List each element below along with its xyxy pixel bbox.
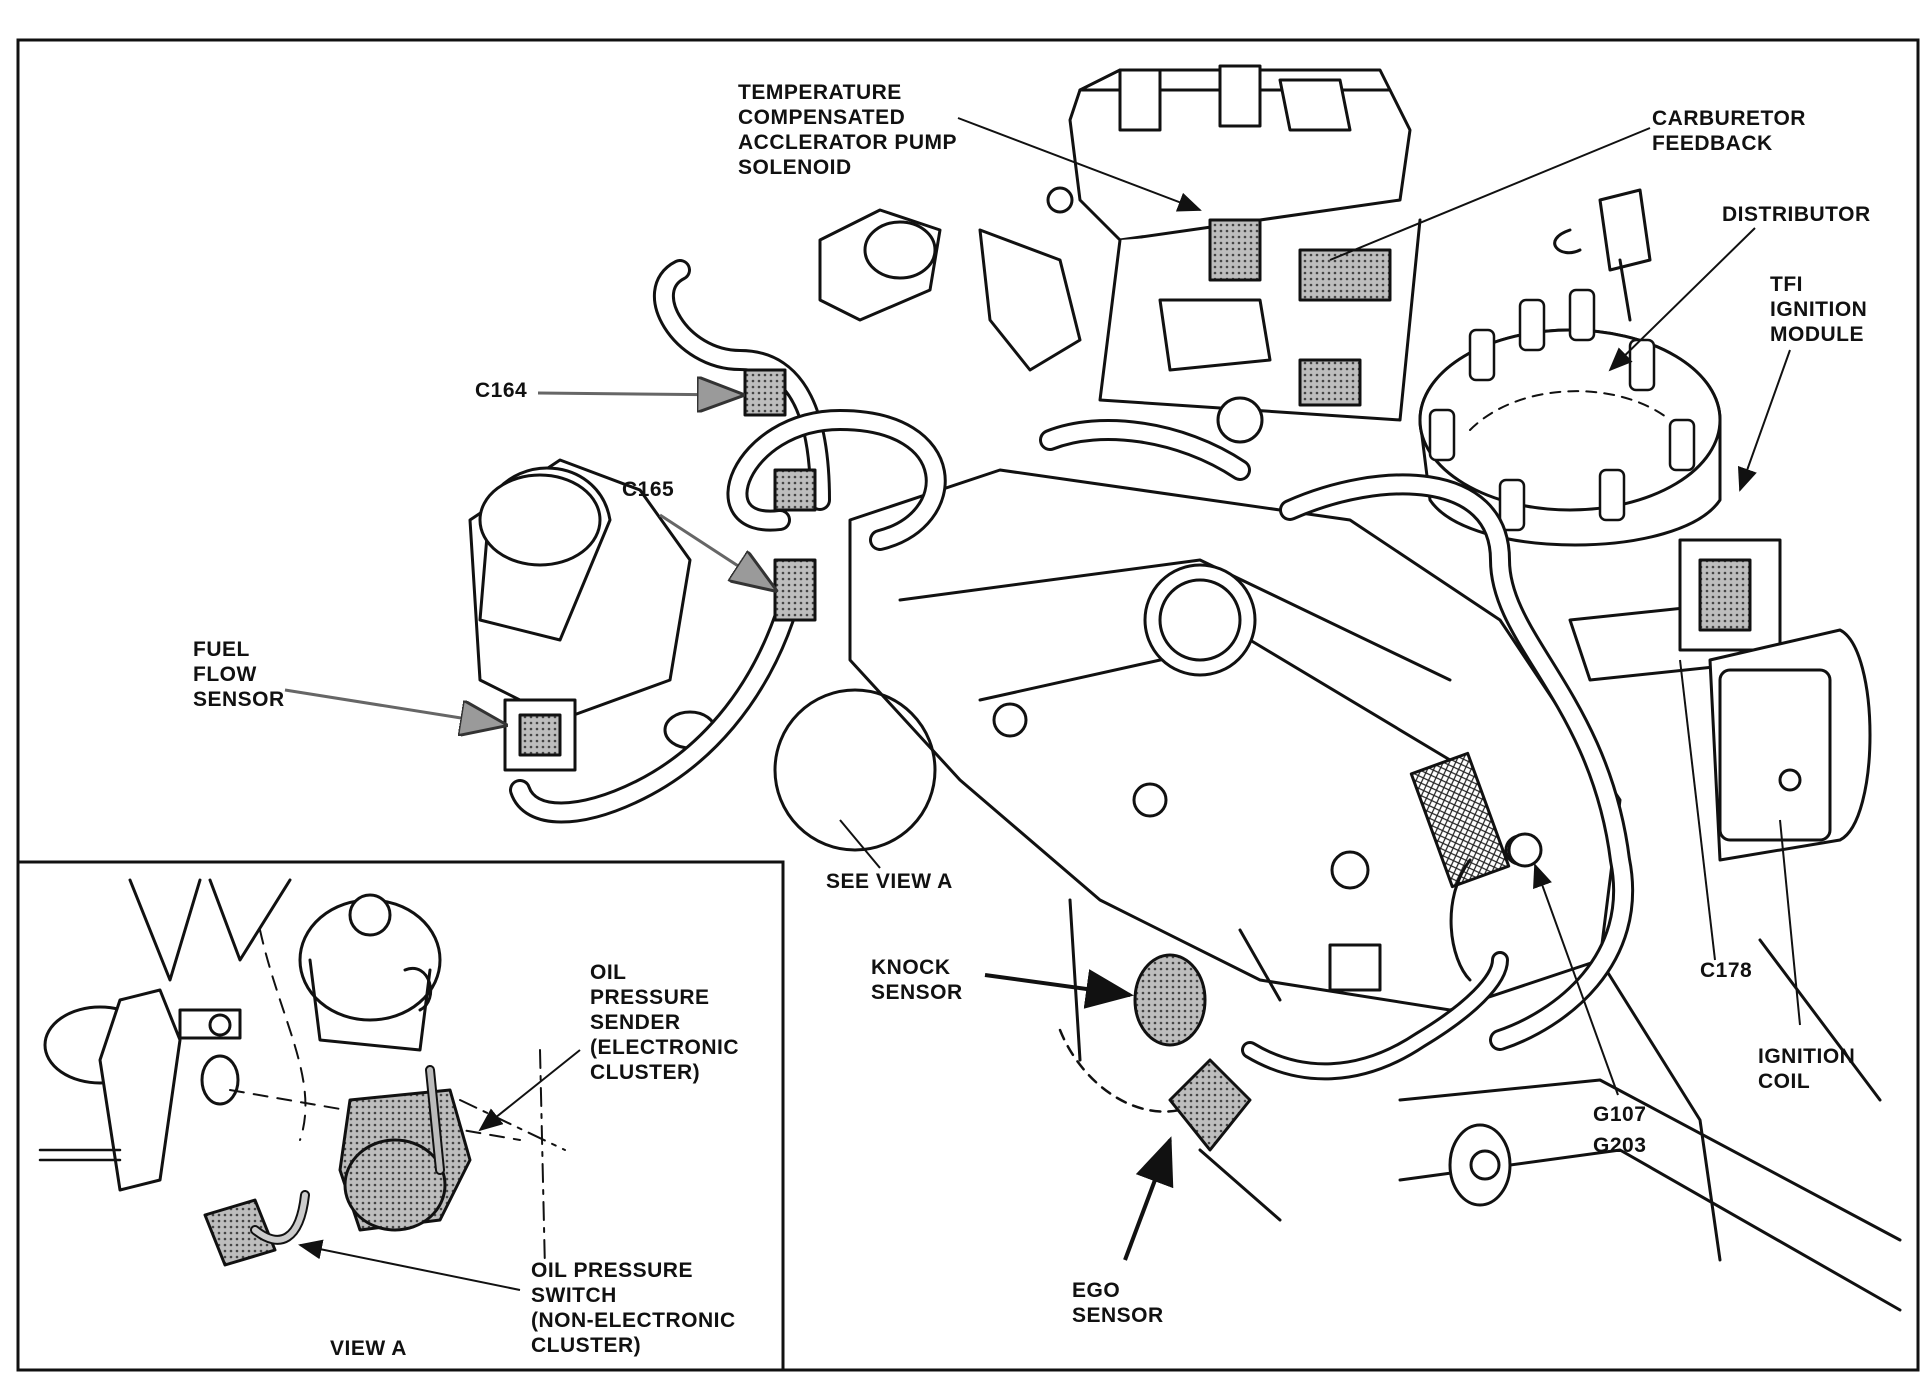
label-c165: C165 <box>622 478 675 501</box>
label-line: TFI <box>1770 273 1803 296</box>
outer-frame <box>16 38 1920 1372</box>
label-knock-sensor: KNOCK SENSOR <box>871 955 963 1005</box>
label-fuel-flow-sensor: FUEL FLOW SENSOR <box>193 637 285 712</box>
label-line: OIL PRESSURE <box>531 1259 693 1282</box>
label-carburetor-feedback: CARBURETOR FEEDBACK <box>1652 106 1806 156</box>
view-a-inset <box>16 860 785 1372</box>
label-line: COIL <box>1758 1070 1811 1093</box>
label-line: SENSOR <box>1072 1304 1164 1327</box>
label-line: FUEL <box>193 638 250 661</box>
label-line: FEEDBACK <box>1652 132 1773 155</box>
label-line: MODULE <box>1770 323 1864 346</box>
label-line: FLOW <box>193 663 257 686</box>
label-tfi-ignition-module: TFI IGNITION MODULE <box>1770 272 1867 347</box>
label-line: (ELECTRONIC <box>590 1036 739 1059</box>
label-oil-pressure-sender: OIL PRESSURE SENDER (ELECTRONIC CLUSTER) <box>590 960 739 1085</box>
label-line: (NON-ELECTRONIC <box>531 1309 736 1332</box>
label-line: ACCLERATOR PUMP <box>738 131 958 154</box>
label-line: SENSOR <box>871 981 963 1004</box>
label-temperature-compensated-solenoid: TEMPERATURE COMPENSATED ACCLERATOR PUMP … <box>738 80 957 180</box>
label-line: CARBURETOR <box>1652 107 1806 130</box>
label-line: PRESSURE <box>590 986 710 1009</box>
label-line: SENSOR <box>193 688 285 711</box>
leader-lines <box>284 117 1801 1261</box>
label-view-a: VIEW A <box>330 1337 407 1360</box>
label-line: SOLENOID <box>738 156 852 179</box>
label-line: SENDER <box>590 1011 681 1034</box>
label-ego-sensor: EGO SENSOR <box>1072 1278 1164 1328</box>
label-line: CLUSTER) <box>531 1334 642 1357</box>
label-line: TEMPERATURE <box>738 81 902 104</box>
label-see-view-a: SEE VIEW A <box>826 870 953 893</box>
label-line: KNOCK <box>871 956 951 979</box>
label-line: OIL <box>590 961 627 984</box>
label-line: SWITCH <box>531 1284 617 1307</box>
label-distributor: DISTRIBUTOR <box>1722 202 1871 227</box>
label-line: IGNITION <box>1770 298 1868 321</box>
label-c178: C178 <box>1700 959 1753 982</box>
label-line: IGNITION <box>1758 1045 1856 1068</box>
label-g203: G203 <box>1593 1134 1647 1157</box>
label-ignition-coil: IGNITION COIL <box>1758 1044 1855 1094</box>
label-g107: G107 <box>1593 1103 1647 1126</box>
label-oil-pressure-switch: OIL PRESSURE SWITCH (NON-ELECTRONIC CLUS… <box>531 1258 736 1358</box>
label-line: DISTRIBUTOR <box>1722 203 1871 226</box>
label-line: COMPENSATED <box>738 106 906 129</box>
engine-illustration <box>468 64 1902 1312</box>
label-c164: C164 <box>475 379 528 402</box>
label-line: EGO <box>1072 1279 1121 1302</box>
label-line: CLUSTER) <box>590 1061 701 1084</box>
